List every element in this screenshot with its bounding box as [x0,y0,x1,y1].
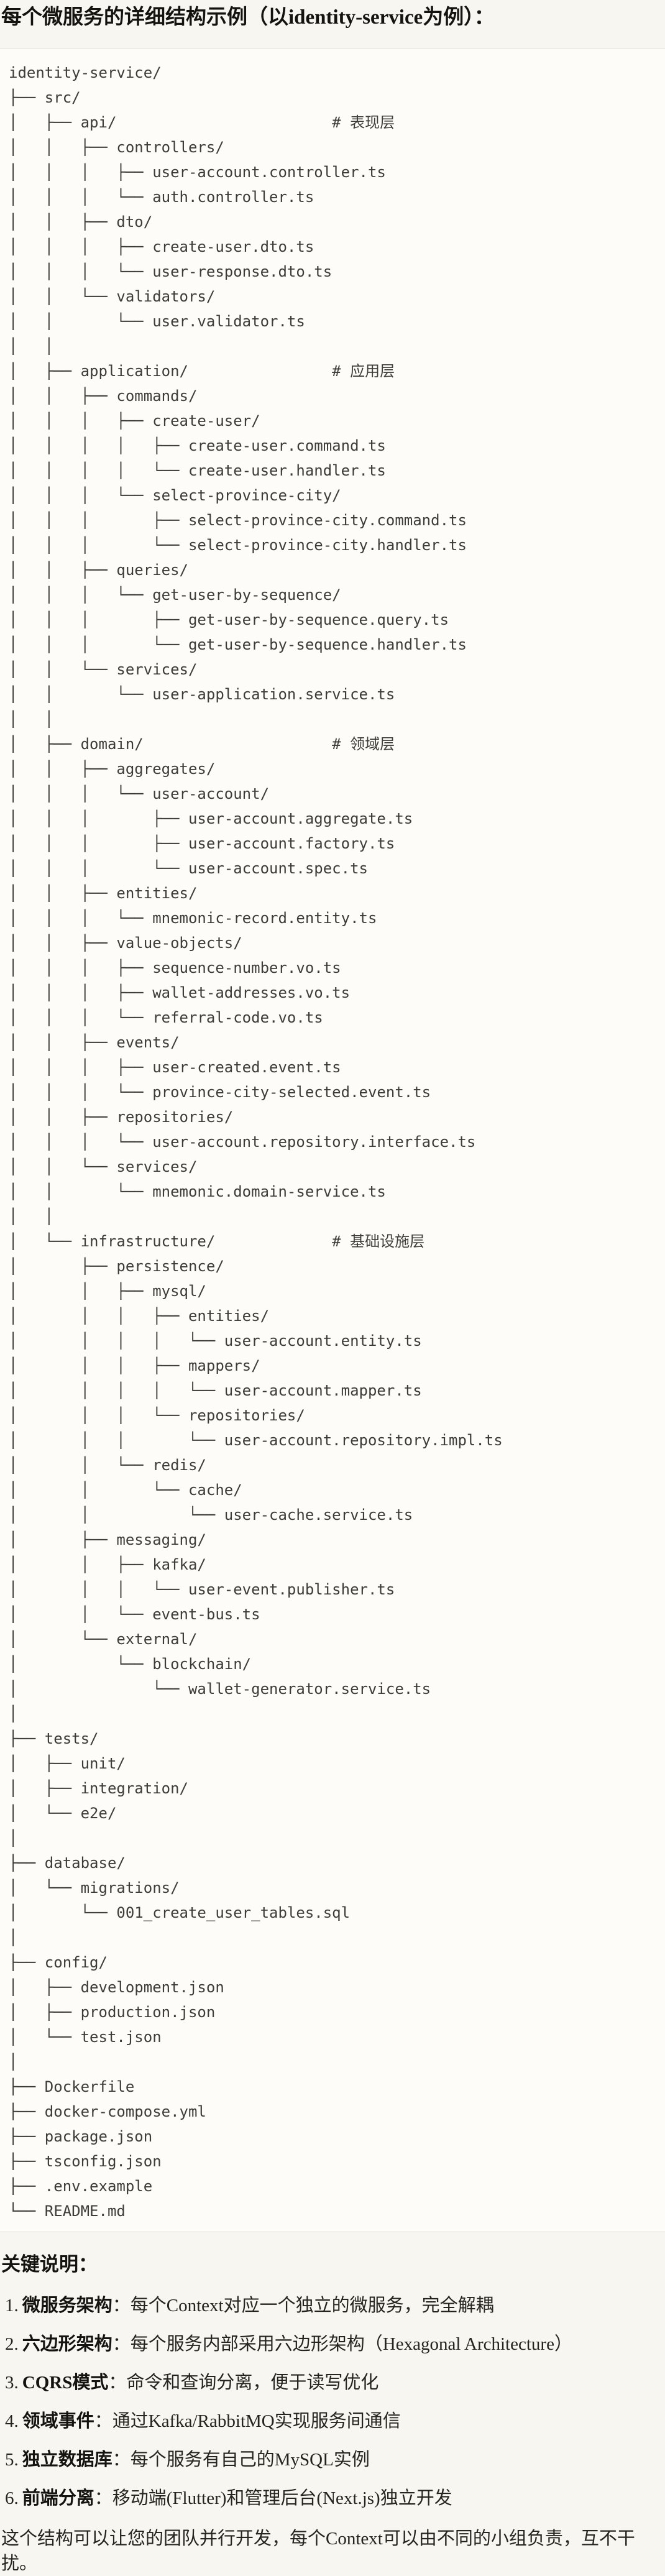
note-term: 六边形架构 [22,2334,112,2354]
note-term: 前端分离 [22,2488,94,2508]
note-number: 5. [5,2450,19,2470]
page-title: 每个微服务的详细结构示例（以identity-service为例）： [1,6,495,29]
note-description: ：通过Kafka/RabbitMQ实现服务间通信 [94,2411,401,2431]
note-item-hexagonal: 2.六边形架构：每个服务内部采用六边形架构（Hexagonal Architec… [1,2332,659,2356]
note-number: 3. [5,2373,19,2393]
note-item-microservice: 1.微服务架构：每个Context对应一个独立的微服务，完全解耦 [1,2294,659,2317]
note-description: ：移动端(Flutter)和管理后台(Next.js)独立开发 [94,2488,452,2508]
note-description: ：每个服务内部采用六边形架构（Hexagonal Architecture） [112,2334,572,2354]
note-description: ：每个Context对应一个独立的微服务，完全解耦 [112,2296,494,2316]
note-term: CQRS模式 [22,2373,109,2393]
note-number: 1. [5,2296,19,2316]
note-number: 6. [5,2488,19,2508]
note-item-cqrs: 3.CQRS模式：命令和查询分离，便于读写优化 [1,2371,659,2394]
note-number: 2. [5,2334,19,2354]
note-term: 领域事件 [22,2411,94,2431]
note-description: ：每个服务有自己的MySQL实例 [112,2450,370,2470]
notes-heading: 关键说明： [1,2253,98,2275]
note-description: ：命令和查询分离，便于读写优化 [108,2373,379,2393]
note-number: 4. [5,2411,19,2431]
directory-tree-code-block: identity-service/ ├── src/ │ ├── api/ # … [0,48,665,2232]
note-term: 微服务架构 [22,2296,112,2316]
closing-paragraph: 这个结构可以让您的团队并行开发，每个Context可以由不同的小组负责，互不干扰… [1,2529,635,2574]
note-term: 独立数据库 [22,2450,112,2470]
note-item-domain-events: 4.领域事件：通过Kafka/RabbitMQ实现服务间通信 [1,2409,659,2433]
key-notes-section: 关键说明： 1.微服务架构：每个Context对应一个独立的微服务，完全解耦 2… [0,2232,665,2576]
note-item-frontend: 6.前端分离：移动端(Flutter)和管理后台(Next.js)独立开发 [1,2486,659,2510]
note-item-database: 5.独立数据库：每个服务有自己的MySQL实例 [1,2448,659,2472]
